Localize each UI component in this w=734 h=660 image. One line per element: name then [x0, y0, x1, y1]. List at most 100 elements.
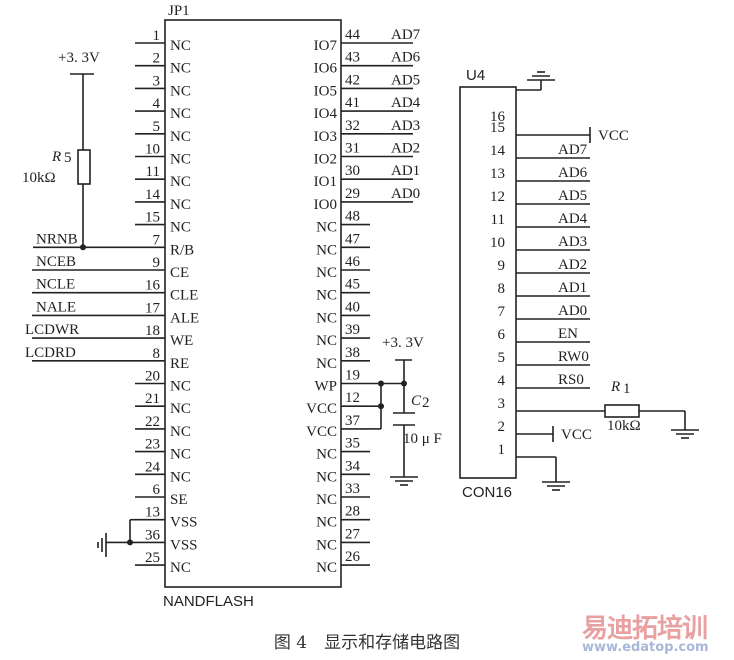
pin-label: NC: [170, 129, 191, 145]
net-label: AD1: [558, 280, 587, 296]
net-label: AD4: [558, 211, 588, 227]
pin-number: 3: [153, 73, 161, 89]
c2-sub: 2: [422, 395, 430, 411]
pin-number: 4: [498, 373, 506, 389]
pin-number: 45: [345, 277, 360, 293]
pin-number: 16: [145, 278, 161, 294]
junction-dot: [127, 539, 133, 546]
r5-sub: 5: [64, 150, 72, 166]
pin-number: 25: [145, 550, 160, 566]
net-label: LCDRD: [25, 345, 76, 361]
resistor-r1: [604, 404, 640, 418]
pin-number: 32: [345, 118, 360, 134]
net-label: AD2: [558, 257, 587, 273]
pin-number: 47: [345, 231, 361, 247]
net-label: LCDWR: [25, 322, 79, 338]
r1-name: R: [610, 379, 620, 395]
pin-label: IO2: [314, 152, 337, 168]
r5-supply-label: +3. 3V: [58, 50, 100, 66]
r5-value: 10kΩ: [22, 170, 56, 186]
pin-number: 3: [498, 396, 506, 412]
pin-number: 2: [498, 419, 506, 435]
pin-number: 6: [498, 327, 506, 343]
pin-label: NC: [316, 560, 337, 576]
pin-label: ALE: [170, 310, 199, 326]
net-label: AD5: [558, 188, 587, 204]
pin-label: NC: [170, 83, 191, 99]
net-label: AD6: [391, 50, 421, 66]
pin-label: NC: [316, 265, 337, 281]
net-label: AD7: [558, 142, 588, 158]
pin-number: 37: [345, 413, 361, 429]
pin-number: 9: [498, 258, 506, 274]
pin-label: NC: [170, 197, 191, 213]
pin-number: 40: [345, 299, 360, 315]
pin-number: 8: [153, 346, 161, 362]
net-label: NCEB: [36, 254, 76, 270]
r1-sub: 1: [623, 381, 631, 397]
c2-supply-label: +3. 3V: [382, 335, 424, 351]
pin-label: VSS: [170, 537, 198, 553]
pin-label: NC: [316, 469, 337, 485]
pin-number: 14: [145, 187, 161, 203]
pin-number: 22: [145, 414, 160, 430]
net-label: VCC: [561, 427, 592, 443]
pin-label: IO3: [314, 129, 337, 145]
pin-label: IO0: [314, 197, 337, 213]
pin-label: IO5: [314, 83, 337, 99]
pin-number: 17: [145, 300, 161, 316]
pin-number: 33: [345, 481, 360, 497]
net-label: VCC: [598, 128, 629, 144]
pin-number: 1: [498, 442, 506, 458]
pin-label: IO1: [314, 174, 337, 190]
pin-label: R/B: [170, 242, 194, 258]
net-label: NCLE: [36, 277, 75, 293]
pin-number: 21: [145, 391, 160, 407]
watermark-brand: 易迪拓培训: [582, 614, 708, 644]
pin-label: CE: [170, 265, 189, 281]
pin-number: 5: [498, 350, 506, 366]
pin-number: 29: [345, 186, 360, 202]
pin-number: 35: [345, 436, 360, 452]
jp1-part-name: NANDFLASH: [163, 593, 254, 610]
pin-label: RE: [170, 356, 189, 372]
pin-number: 12: [345, 390, 360, 406]
pin-label: WE: [170, 333, 193, 349]
pin-number: 15: [145, 210, 160, 226]
net-label: AD0: [391, 186, 420, 202]
pin-number: 12: [490, 189, 505, 205]
caption: 图 4 显示和存储电路图: [273, 633, 461, 653]
net-label: AD6: [558, 165, 588, 181]
pin-number: 14: [490, 143, 506, 159]
u4-designator: U4: [466, 67, 485, 84]
pin-number: 4: [153, 96, 161, 112]
pin-label: VCC: [306, 424, 337, 440]
pin-number: 28: [345, 504, 360, 520]
pin-number: 36: [145, 527, 161, 543]
pin-number: 20: [145, 369, 160, 385]
pin-label: NC: [316, 447, 337, 463]
pin-label: NC: [316, 356, 337, 372]
pin-number: 24: [145, 459, 161, 475]
pin-label: NC: [316, 492, 337, 508]
pin-number: 11: [146, 164, 160, 180]
pin-number: 2: [153, 51, 161, 67]
pin-number: 34: [345, 458, 361, 474]
pin-number: 42: [345, 72, 360, 88]
pin-label: NC: [170, 61, 191, 77]
pin-number: 41: [345, 95, 360, 111]
pin-number: 30: [345, 163, 360, 179]
pin-label: NC: [170, 174, 191, 190]
pin-label: NC: [316, 220, 337, 236]
net-label: RW0: [558, 349, 589, 365]
r1-value: 10kΩ: [607, 418, 641, 434]
net-label: AD0: [558, 303, 587, 319]
pin-label: NC: [170, 38, 191, 54]
pin-label: NC: [170, 469, 191, 485]
net-label: AD2: [391, 141, 420, 157]
pin-label: NC: [316, 537, 337, 553]
pin-number: 48: [345, 209, 360, 225]
pin-number: 6: [153, 482, 161, 498]
pin-label: NC: [170, 152, 191, 168]
